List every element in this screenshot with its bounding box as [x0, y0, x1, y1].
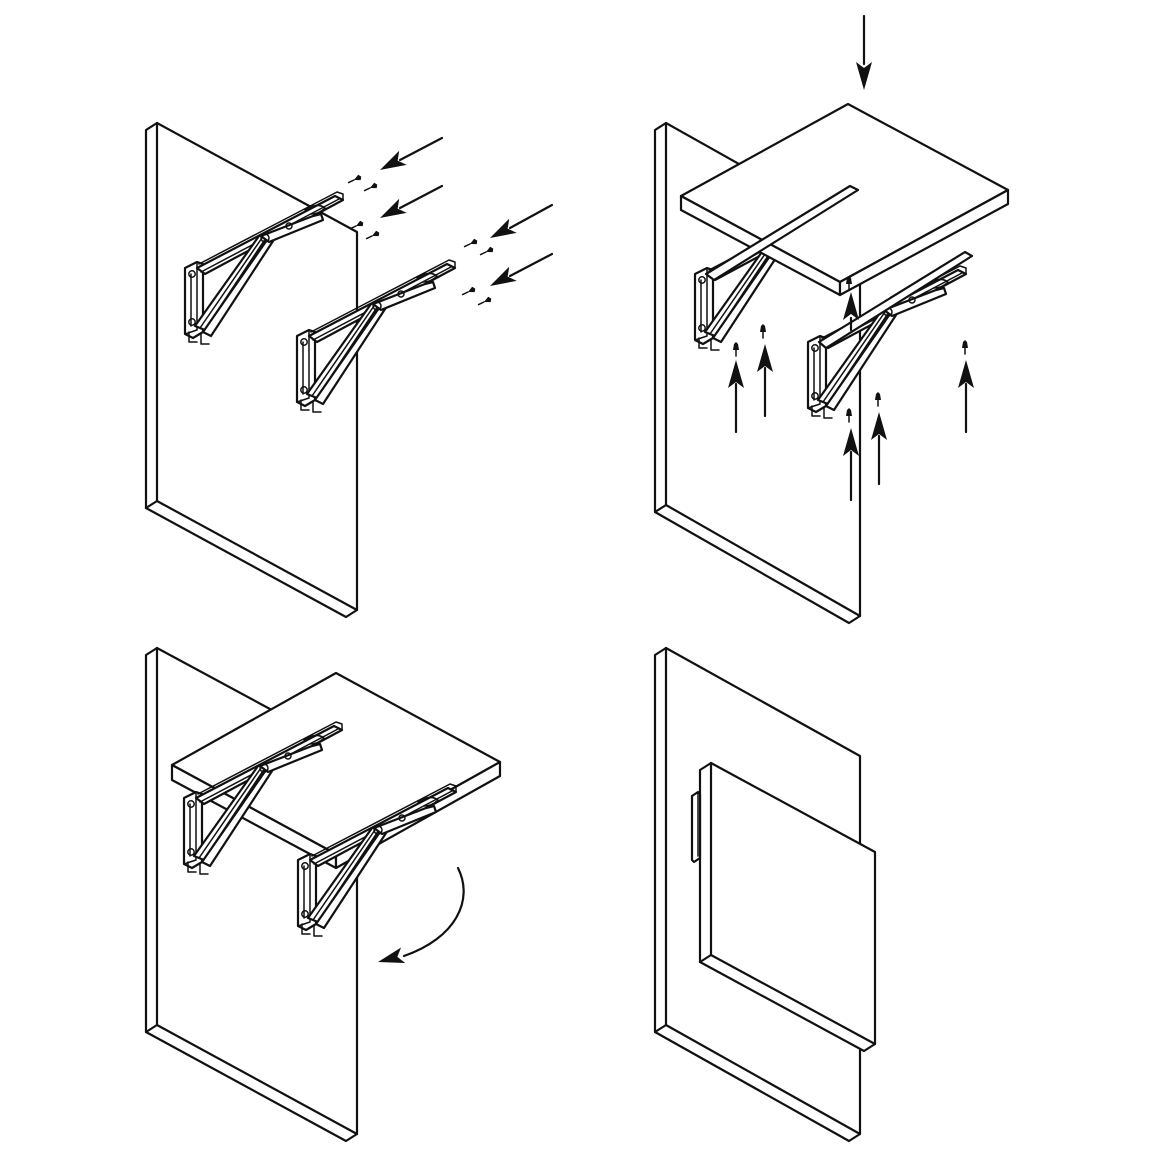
step-1-panel [144, 121, 554, 619]
step-2-panel [653, 14, 1010, 625]
insert-arrows [728, 292, 974, 502]
drop-arrow [856, 14, 872, 90]
folded-bracket-edge [690, 790, 702, 864]
step-3-panel [144, 646, 502, 1143]
folded-shelf [698, 761, 877, 1053]
insert-arrows [376, 136, 554, 294]
step-4-panel [653, 646, 877, 1143]
fold-arrow [375, 866, 465, 970]
shelf-bracket-arms [704, 184, 974, 350]
